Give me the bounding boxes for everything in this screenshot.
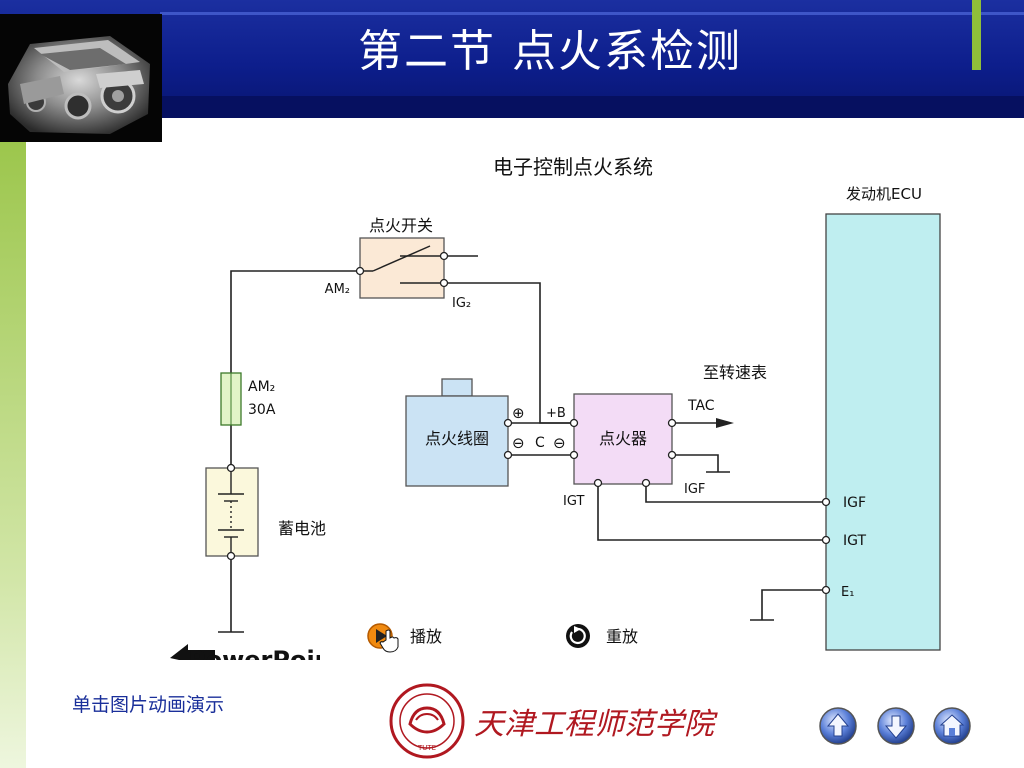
play-button[interactable]: 播放: [367, 623, 442, 653]
arrow-up-icon: [819, 707, 857, 745]
svg-text:TUTE: TUTE: [417, 744, 436, 752]
ecu-e1-label: E₁: [841, 585, 854, 600]
tachometer-label: 至转速表: [703, 363, 767, 382]
replay-icon: [566, 624, 590, 648]
arrow-down-icon: [877, 707, 915, 745]
replay-label: 重放: [606, 627, 638, 646]
coil-plus-terminal: ⊕: [512, 404, 525, 422]
powerpoint-watermark: PowerPoint: [170, 644, 343, 670]
igniter-igt-label: IGT: [563, 494, 584, 509]
nav-home-button[interactable]: [932, 706, 972, 746]
nav-up-button[interactable]: [818, 706, 858, 746]
wire-igt: [597, 483, 826, 541]
ignition-coil-box: [405, 395, 509, 487]
battery-box: [205, 467, 259, 557]
school-name: 天津工程师范学院: [474, 707, 718, 742]
igniter-label: 点火器: [599, 429, 647, 448]
hand-cursor-icon: [379, 629, 399, 653]
wire-e1: [761, 589, 826, 620]
home-icon: [933, 707, 971, 745]
nav-down-button[interactable]: [876, 706, 916, 746]
slide-title: 第二节 点火系检测: [358, 26, 742, 77]
ignition-system-diagram[interactable]: 电子控制点火系统 点火开关 AM₂ IG₂ AM₂ 30A 蓄电池 点火线圈 ⊕…: [150, 140, 980, 670]
wire-am2: [230, 270, 360, 373]
fuse-label-30a: 30A: [248, 402, 276, 418]
school-logo: TUTE 天津工程师范学院: [389, 683, 718, 759]
ecu-igt-label: IGT: [843, 533, 866, 549]
diagram-title: 电子控制点火系统: [493, 155, 653, 179]
coil-minus-terminal: ⊖: [512, 434, 525, 452]
replay-button[interactable]: 重放: [566, 624, 638, 648]
igniter-minus-terminal: ⊖: [553, 434, 566, 452]
tac-label: TAC: [687, 398, 715, 414]
animation-hint: 单击图片动画演示: [72, 694, 225, 716]
am2-terminal-label: AM₂: [325, 282, 350, 297]
battery-label: 蓄电池: [278, 519, 326, 538]
fuse-label-am2: AM₂: [248, 379, 275, 395]
igniter-igf-label: IGF: [684, 482, 705, 497]
coil-c-terminal: C: [535, 435, 545, 451]
igniter-box: [573, 393, 673, 485]
school-seal-icon: [389, 683, 465, 759]
title-bar-line: [160, 12, 1024, 15]
ig2-terminal-label: IG₂: [452, 296, 471, 311]
coil-top-box: [441, 378, 473, 397]
accent-bar: [972, 0, 981, 70]
ecu-box: [825, 213, 941, 651]
igniter-plus-b-terminal: +B: [546, 406, 566, 421]
ecu-igf-label: IGF: [843, 495, 866, 511]
play-label: 播放: [410, 627, 442, 646]
ecu-label: 发动机ECU: [846, 185, 922, 203]
title-bar-strip: [160, 96, 1024, 118]
ignition-coil-label: 点火线圈: [425, 429, 489, 448]
ignition-switch-box: [359, 237, 445, 299]
ignition-switch-label: 点火开关: [369, 216, 433, 235]
svg-text:PowerPoint: PowerPoint: [188, 646, 343, 670]
tac-arrow-icon: [716, 418, 734, 428]
side-accent-bar: [0, 140, 26, 768]
engine-photo: [0, 14, 162, 142]
wire-igf: [645, 483, 826, 503]
